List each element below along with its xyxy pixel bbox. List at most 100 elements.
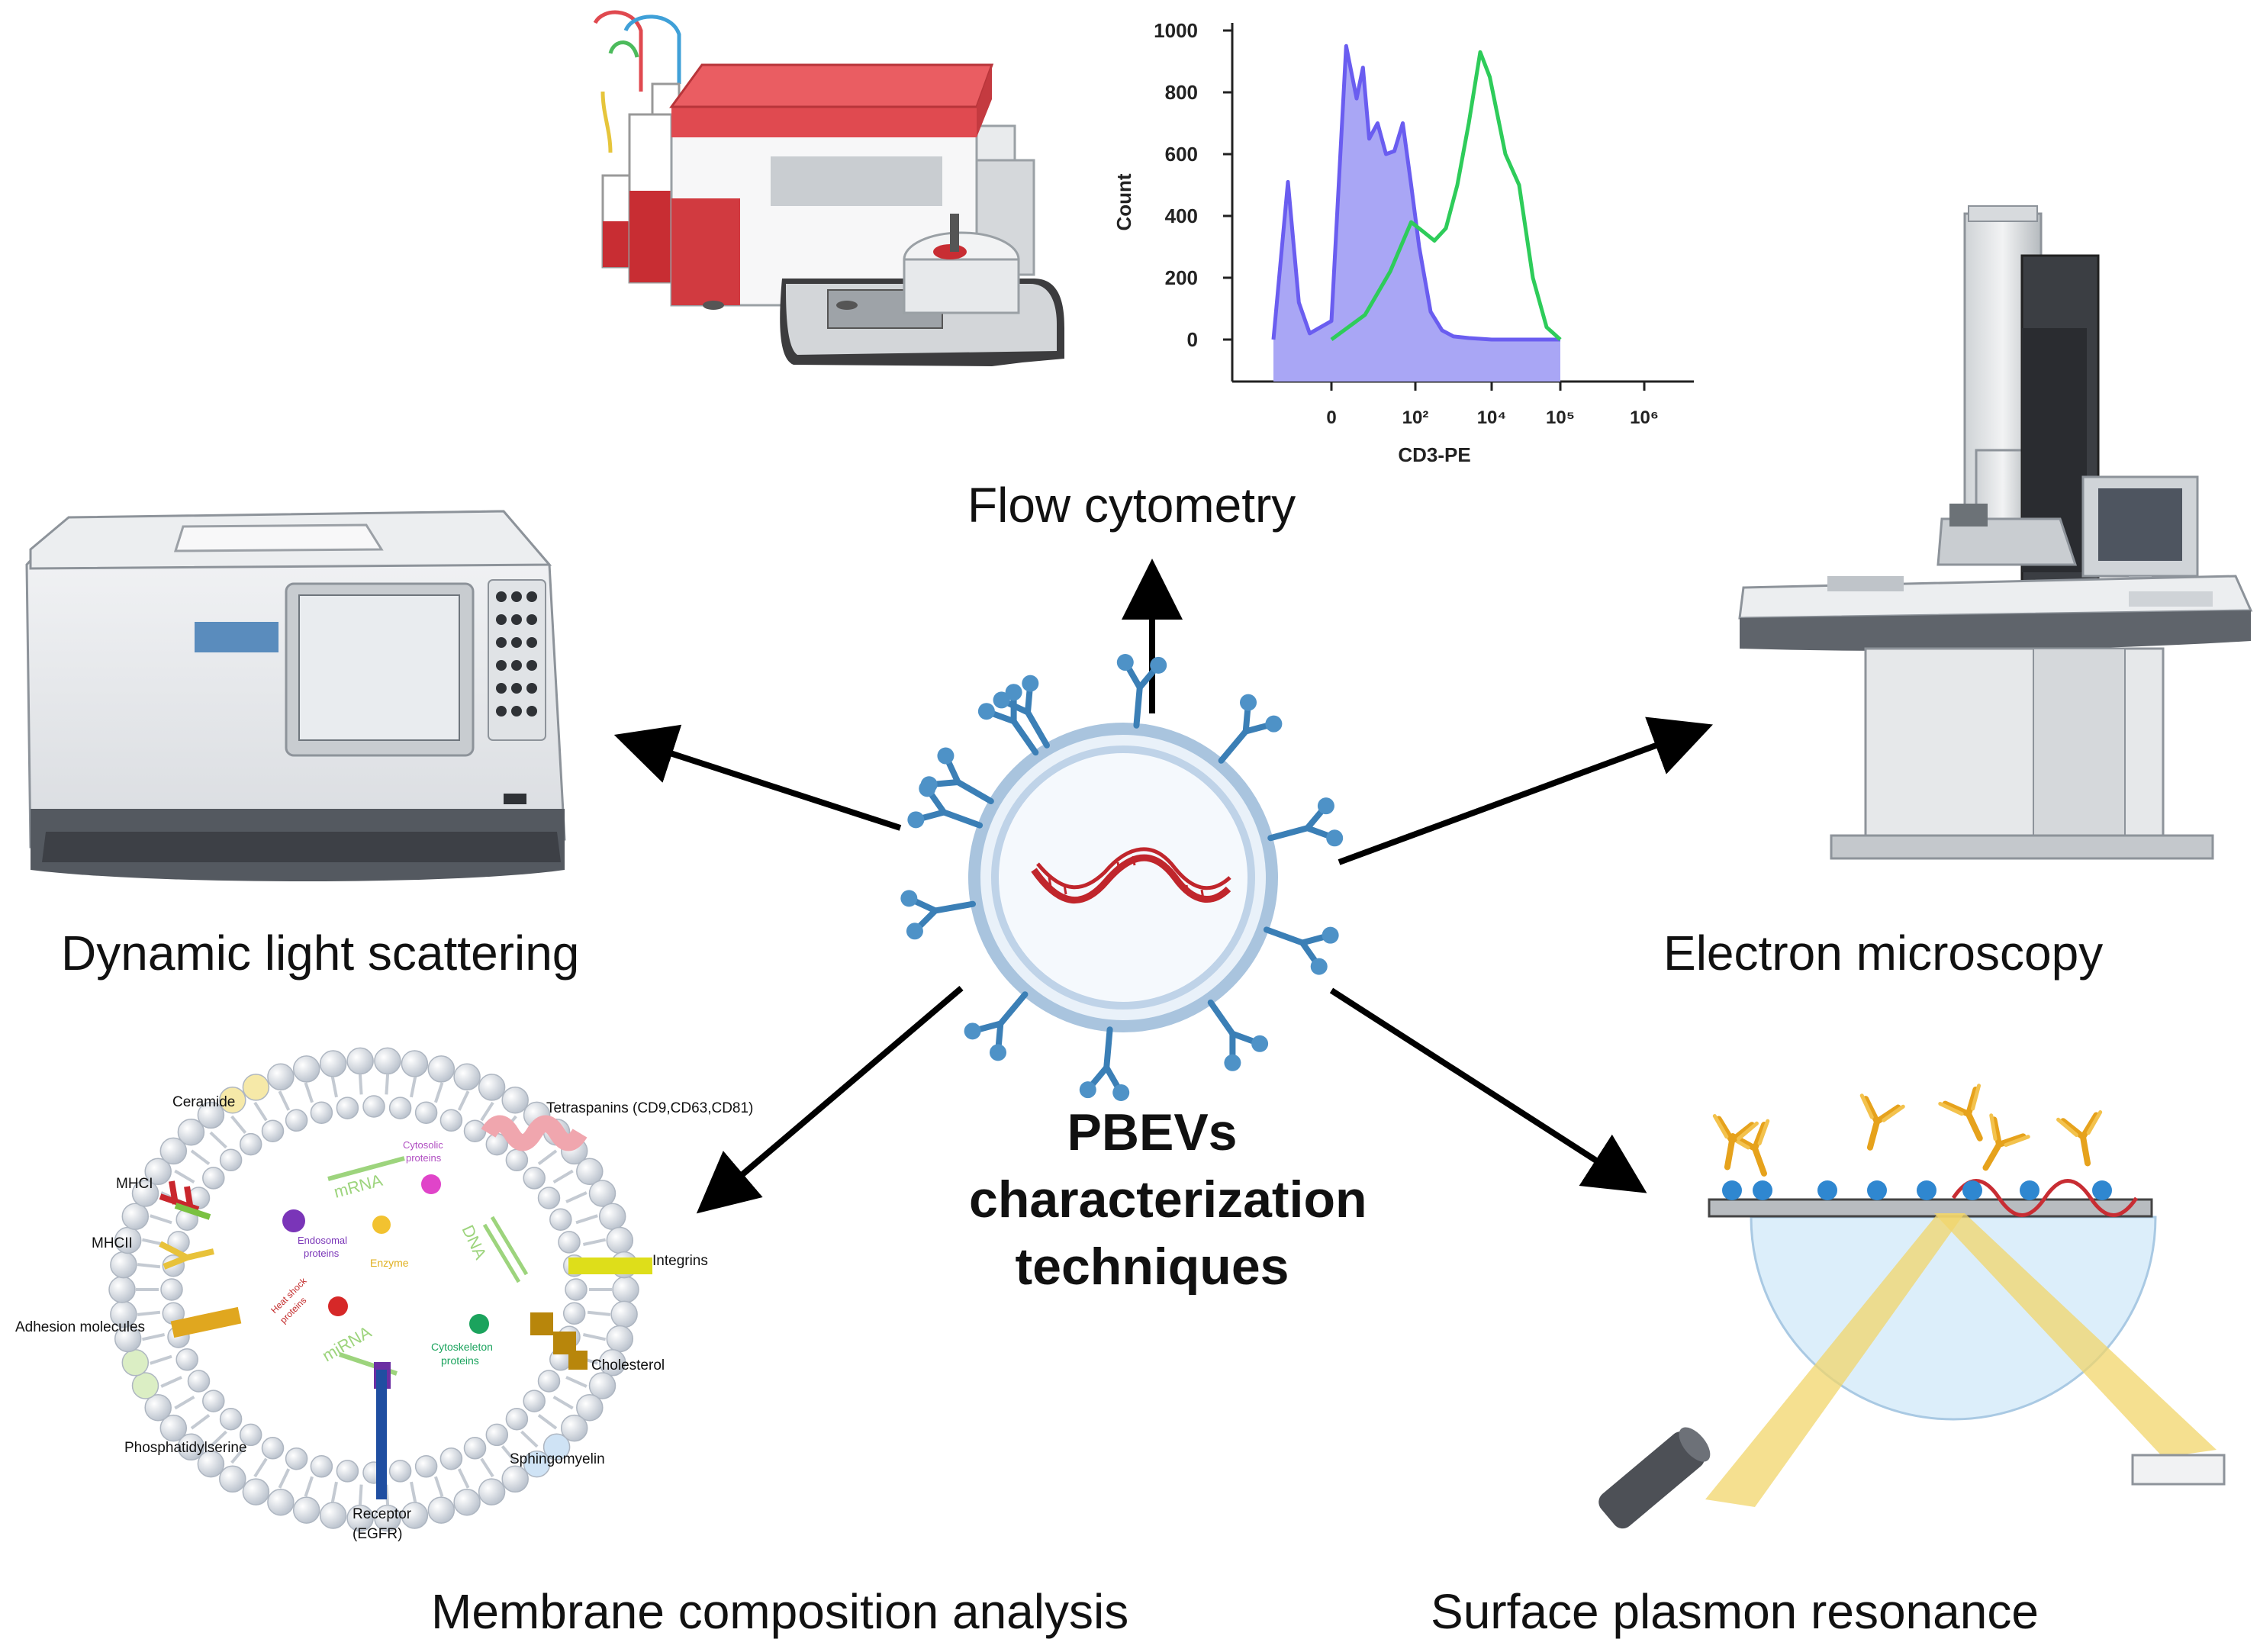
antibody-icon (2056, 1110, 2103, 1167)
label-receptor-sub: (EGFR) (353, 1526, 402, 1542)
x-tick-label: 10⁶ (1630, 407, 1659, 428)
lipid-head (177, 1433, 205, 1461)
surface-receptor-icon (907, 780, 984, 829)
antibody-icon (1938, 1084, 1983, 1142)
keypad-key (496, 683, 507, 694)
lipid-tail (385, 1074, 390, 1095)
lipid-head (362, 1095, 385, 1118)
series-line-0 (1271, 43, 1560, 342)
lipid-tail (230, 1115, 247, 1134)
series-line-1 (1330, 50, 1562, 342)
ligand-bead (2020, 1180, 2039, 1200)
label-cytosolic-1: Cytosolic (403, 1139, 443, 1151)
ligand-bead (2092, 1180, 2112, 1200)
label-cytoskeleton-2: proteins (441, 1354, 479, 1367)
lipid-head (453, 1488, 481, 1516)
lipid-tail (137, 1310, 161, 1316)
lipid-tail (434, 1082, 444, 1103)
ligand-bead (1962, 1180, 1982, 1200)
lipid-head (285, 1447, 308, 1470)
center-title-line-1: PBEVs (1067, 1103, 1238, 1161)
lipid-head (576, 1393, 604, 1422)
center-title-line-3: techniques (1015, 1238, 1289, 1296)
lipid-head (187, 1370, 211, 1393)
dls-instrument (25, 510, 566, 881)
lipid-head (121, 1203, 150, 1230)
ligand-bead (1817, 1180, 1837, 1200)
surface-receptor-icon (1116, 654, 1167, 729)
lipid-tail (150, 1214, 172, 1225)
lipid-tail (137, 1263, 161, 1269)
lipid-head (267, 1488, 295, 1516)
keypad-key (526, 591, 537, 602)
lipid-head (463, 1437, 487, 1460)
lipid-head (144, 1393, 172, 1422)
lipid-tail (457, 1468, 470, 1489)
lipid-head (549, 1208, 572, 1231)
y-tick-label: 800 (1165, 81, 1198, 104)
lipid-tail (174, 1169, 195, 1184)
lipid-head (202, 1167, 225, 1190)
heat-shock-proteins-icon (328, 1296, 348, 1316)
lipid-head (606, 1325, 634, 1353)
lipid-head (505, 1148, 529, 1172)
surface-receptor-icon (977, 684, 1039, 756)
surface-receptor-icon (964, 991, 1029, 1061)
lipid-head (576, 1158, 604, 1186)
lipid-head (588, 1180, 617, 1207)
lipid-head (319, 1050, 347, 1077)
cholesterol-icon (530, 1312, 588, 1370)
lipid-tail (480, 1457, 494, 1478)
spr-setup (1598, 1084, 2226, 1529)
antibody-icon (1712, 1114, 1759, 1171)
label-sphingomyelin: Sphingomyelin (510, 1451, 605, 1467)
lipid-head (523, 1390, 546, 1412)
lipid-tail (582, 1238, 607, 1246)
keypad-key (511, 591, 522, 602)
lipid-head (242, 1478, 270, 1505)
ligand-bead (1753, 1180, 1772, 1200)
lipid-head (598, 1349, 626, 1377)
lipid-head (537, 1187, 561, 1209)
lipid-head (159, 1414, 188, 1442)
lipid-head (336, 1097, 359, 1119)
lipid-head (414, 1101, 438, 1124)
label-tetraspanins: Tetraspanins (CD9,CD63,CD81) (546, 1100, 753, 1116)
lipid-tail (358, 1074, 363, 1095)
lipid-head (346, 1504, 374, 1532)
lipid-head (612, 1276, 639, 1303)
lipid-head (110, 1251, 137, 1279)
lipid-head (292, 1055, 320, 1083)
label-phosphatidylserine: Phosphatidylserine (124, 1440, 247, 1456)
lipid-head (177, 1118, 205, 1146)
lipid-head (219, 1465, 246, 1493)
endosomal-proteins-icon (282, 1209, 305, 1232)
lipid-head (401, 1502, 429, 1529)
lipid-head (292, 1496, 320, 1524)
lipid-head (542, 1433, 571, 1461)
series-area-0 (1273, 46, 1560, 382)
lipid-head (439, 1109, 463, 1132)
lipid-head (478, 1074, 506, 1101)
lipid-head (501, 1465, 529, 1493)
keypad-key (496, 614, 507, 625)
lipid-head (310, 1455, 333, 1478)
lipid-head (463, 1119, 487, 1142)
lipid-head (160, 1278, 183, 1301)
lipid-head (523, 1450, 551, 1478)
label-receptor: Receptor (353, 1506, 412, 1522)
lipid-head (478, 1478, 506, 1505)
surface-receptor-icon (1207, 999, 1269, 1071)
lipid-tail (230, 1445, 247, 1464)
arrow-to-spr (1329, 987, 1647, 1193)
label-mhci: MHCI (116, 1176, 153, 1192)
keypad-key (526, 660, 537, 671)
lipid-head (219, 1407, 243, 1431)
lipid-tail (537, 1414, 558, 1430)
keypad-key (511, 614, 522, 625)
lipid-tail (410, 1076, 417, 1098)
lipid-head (501, 1086, 529, 1114)
lipid-head (242, 1074, 270, 1101)
extracellular-vesicle (900, 654, 1344, 1101)
